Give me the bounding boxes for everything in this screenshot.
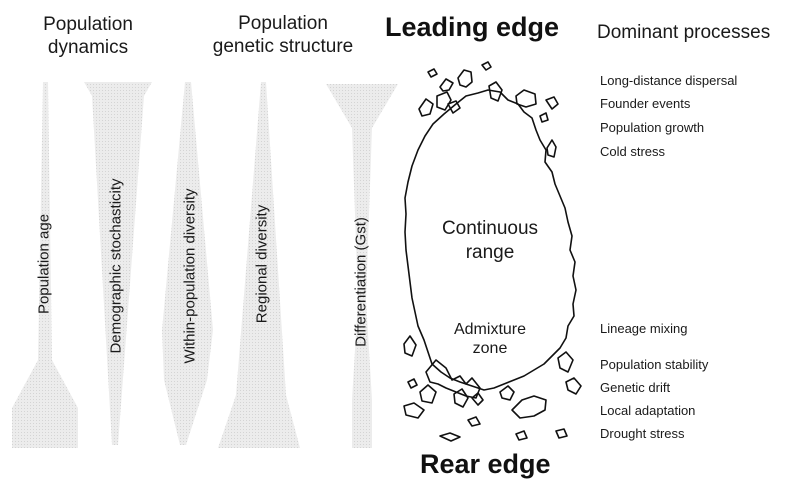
within-population-diversity-gradient — [162, 82, 213, 445]
demographic-stochasticity-gradient — [84, 82, 152, 445]
within-population-diversity-label: Within-population diversity — [181, 188, 199, 364]
process-genetic-drift: Genetic drift — [600, 380, 671, 395]
regional-diversity-label: Regional diversity — [253, 204, 271, 324]
regional-diversity-gradient — [218, 82, 300, 448]
demographic-stochasticity-label: Demographic stochasticity — [107, 178, 125, 354]
rear-edge-populations — [403, 335, 582, 442]
process-long-distance-dispersal: Long-distance dispersal — [600, 73, 738, 88]
process-local-adaptation: Local adaptation — [600, 403, 696, 418]
rear-edge-title: Rear edge — [420, 449, 551, 479]
differentiation-gradient — [326, 84, 398, 448]
process-lineage-mixing: Lineage mixing — [600, 321, 688, 336]
continuous-range-label: Continuous range — [441, 218, 539, 263]
admixture-zone-label: Admixture zone — [453, 321, 527, 357]
process-founder-events: Founder events — [600, 96, 691, 111]
continuous-range-outline — [404, 89, 577, 391]
process-drought-stress: Drought stress — [600, 426, 685, 441]
process-population-stability: Population stability — [600, 357, 709, 372]
process-population-growth: Population growth — [600, 120, 705, 135]
dominant-processes-header: Dominant processes — [597, 22, 771, 43]
leading-edge-title: Leading edge — [385, 12, 560, 42]
leading-edge-populations — [418, 61, 559, 158]
genetic-structure-header: Population genetic structure — [212, 13, 354, 57]
population-age-label: Population age — [35, 213, 53, 315]
population-dynamics-header: Population dynamics — [43, 14, 133, 58]
process-cold-stress: Cold stress — [600, 144, 666, 159]
differentiation-label: Differentiation (Gst) — [352, 217, 370, 347]
population-age-gradient — [12, 82, 78, 448]
